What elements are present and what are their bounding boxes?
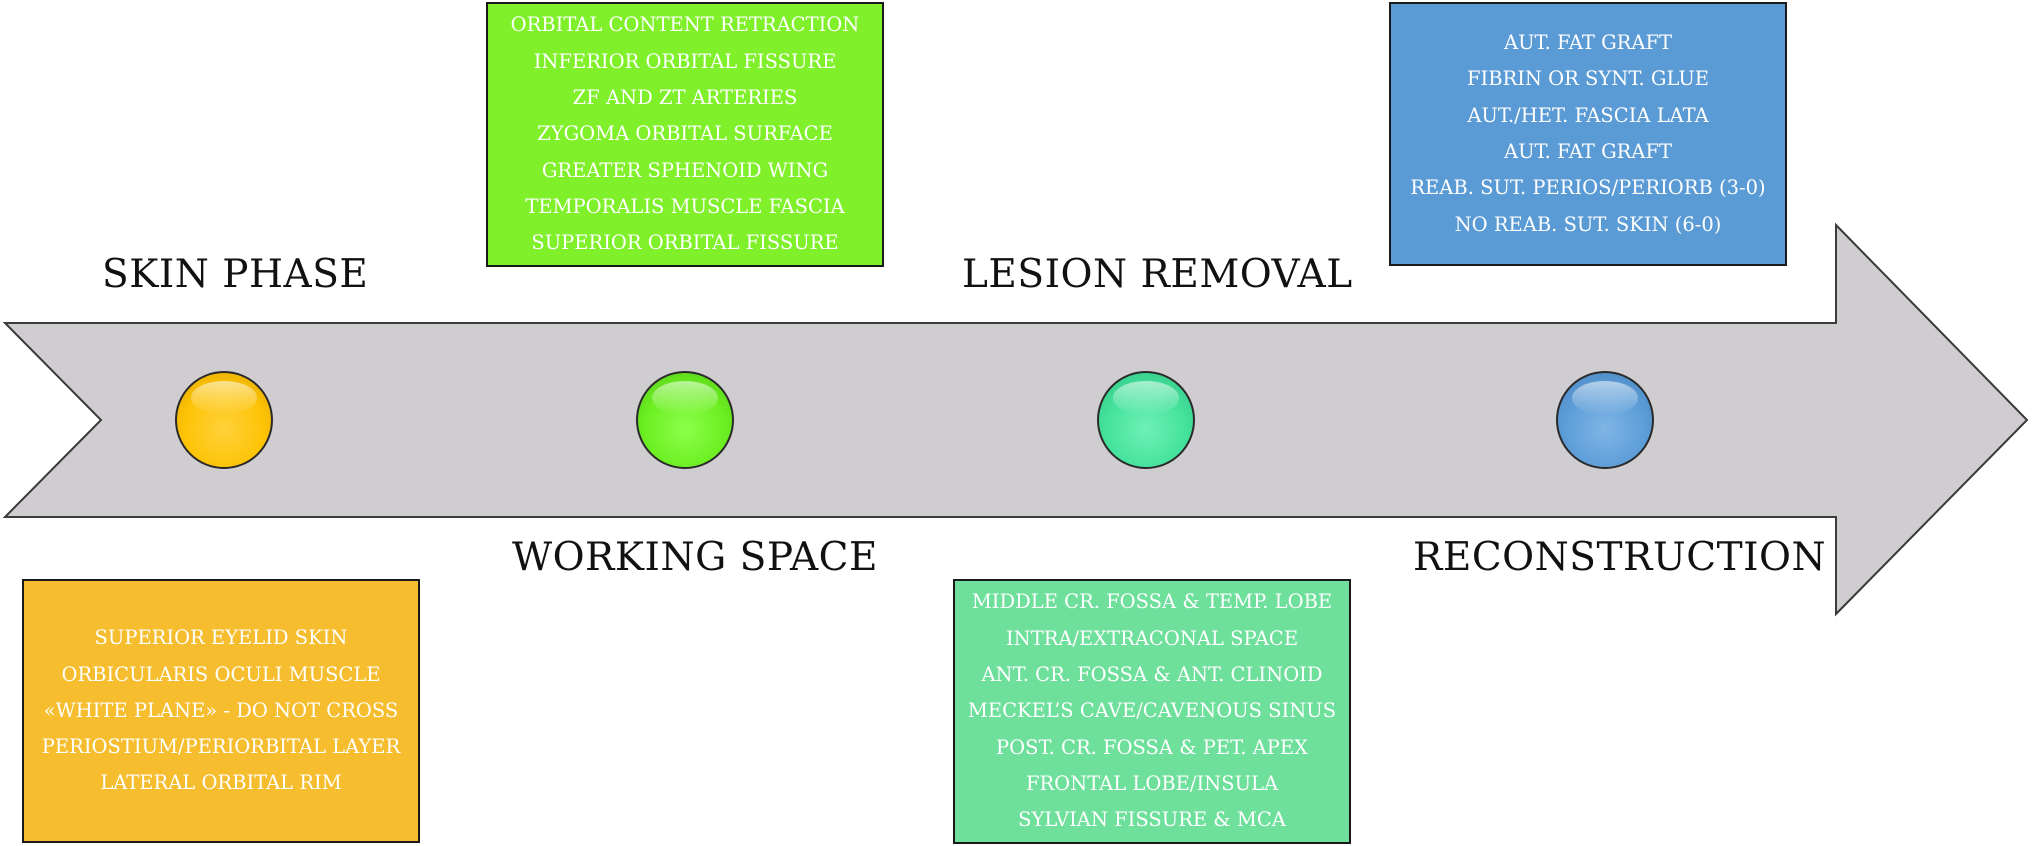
skin-phase-box: SUPERIOR EYELID SKIN ORBICULARIS OCULI M… bbox=[22, 579, 420, 843]
lesion-removal-box: MIDDLE CR. FOSSA & TEMP. LOBE INTRA/EXTR… bbox=[953, 579, 1351, 844]
lesion-removal-item: SYLVIAN FISSURE & MCA bbox=[1018, 808, 1286, 832]
working-space-item: ORBITAL CONTENT RETRACTION bbox=[510, 13, 860, 37]
working-space-box: ORBITAL CONTENT RETRACTION INFERIOR ORBI… bbox=[486, 2, 884, 267]
skin-phase-item: ORBICULARIS OCULI MUSCLE bbox=[61, 662, 381, 686]
lesion-removal-item: FRONTAL LOBE/INSULA bbox=[1025, 771, 1279, 795]
skin-phase-item: LATERAL ORBITAL RIM bbox=[100, 771, 342, 795]
reconstruction-label: RECONSTRUCTION bbox=[1413, 535, 1827, 580]
working-space-item: ZYGOMA ORBITAL SURFACE bbox=[537, 122, 833, 146]
lesion-removal-item: MIDDLE CR. FOSSA & TEMP. LOBE bbox=[971, 590, 1333, 614]
reconstruction-box: AUT. FAT GRAFT FIBRIN OR SYNT. GLUE AUT.… bbox=[1389, 2, 1787, 266]
lesion-removal-dot bbox=[1097, 371, 1195, 469]
lesion-removal-label: LESION REMOVAL bbox=[962, 252, 1353, 297]
skin-phase-dot bbox=[175, 371, 273, 469]
skin-phase-item: SUPERIOR EYELID SKIN bbox=[94, 626, 348, 650]
working-space-item: GREATER SPHENOID WING bbox=[541, 158, 829, 182]
skin-phase-label: SKIN PHASE bbox=[102, 252, 369, 297]
lesion-removal-item: MECKEL’S CAVE/CAVENOUS SINUS bbox=[967, 699, 1337, 723]
lesion-removal-item: INTRA/EXTRACONAL SPACE bbox=[1005, 626, 1299, 650]
lesion-removal-item: POST. CR. FOSSA & PET. APEX bbox=[996, 735, 1308, 759]
lesion-removal-item: ANT. CR. FOSSA & ANT. CLINOID bbox=[981, 663, 1323, 687]
reconstruction-item: AUT. FAT GRAFT bbox=[1504, 140, 1672, 163]
skin-phase-item: PERIOSTIUM/PERIORBITAL LAYER bbox=[41, 735, 401, 759]
working-space-item: INFERIOR ORBITAL FISSURE bbox=[533, 49, 837, 73]
reconstruction-item: AUT. FAT GRAFT bbox=[1504, 31, 1672, 55]
working-space-item: ZF AND ZT ARTERIES bbox=[572, 86, 798, 110]
reconstruction-item: REAB. SUT. PERIOS/PERIORB (3-0) bbox=[1410, 176, 1766, 200]
arrow-shape bbox=[2, 222, 2029, 617]
working-space-item: TEMPORALIS MUSCLE FASCIA bbox=[525, 194, 845, 218]
reconstruction-item: AUT./HET. FASCIA LATA bbox=[1467, 103, 1709, 127]
working-space-label: WORKING SPACE bbox=[512, 535, 878, 580]
working-space-dot bbox=[636, 371, 734, 469]
reconstruction-item: NO REAB. SUT. SKIN (6-0) bbox=[1454, 212, 1722, 236]
reconstruction-item: FIBRIN OR SYNT. GLUE bbox=[1466, 67, 1710, 91]
reconstruction-dot bbox=[1556, 371, 1654, 469]
skin-phase-item: «WHITE PLANE» - DO NOT CROSS bbox=[43, 698, 399, 722]
working-space-item: SUPERIOR ORBITAL FISSURE bbox=[531, 231, 839, 255]
